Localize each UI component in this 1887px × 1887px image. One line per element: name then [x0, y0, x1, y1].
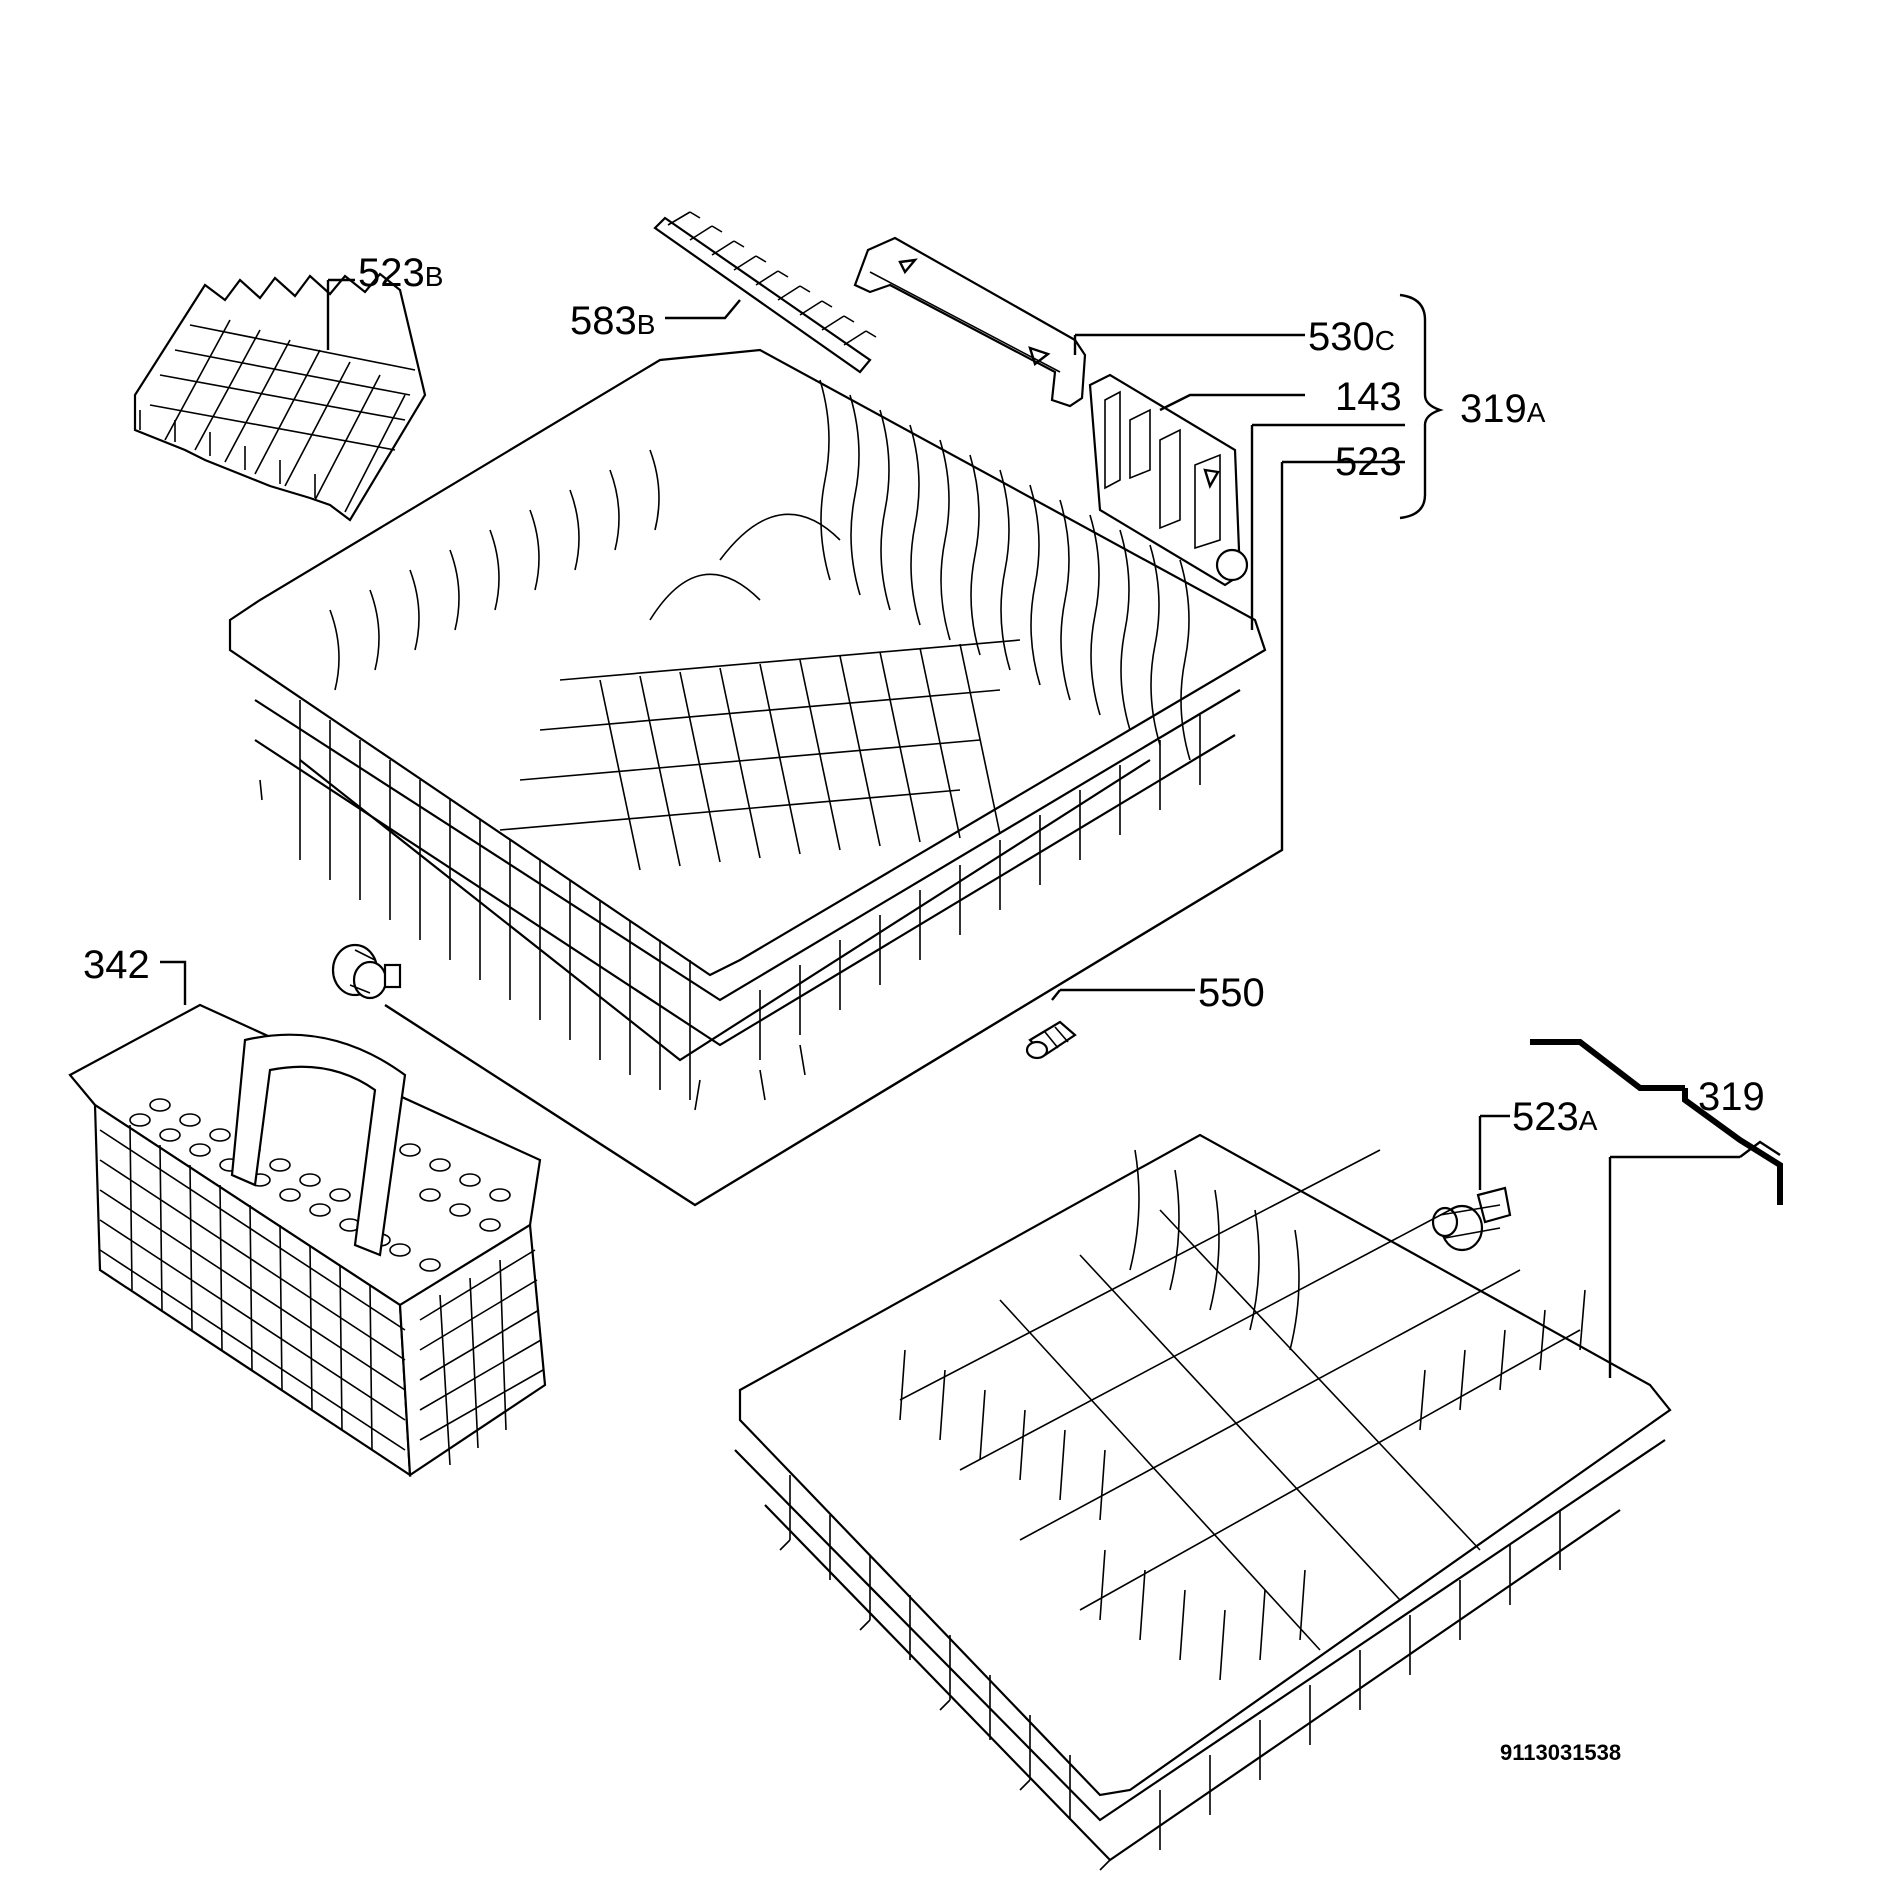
- callout-583b: 583B: [570, 299, 655, 343]
- cup-shelf-part-523b: [133, 272, 427, 522]
- lower-basket-part-319: [734, 1133, 1672, 1871]
- lower-basket-inner-wires: [899, 1149, 1586, 1681]
- callout-523: 523: [1335, 440, 1402, 484]
- callout-530c: 530C: [1308, 315, 1395, 359]
- cutlery-basket-part-342: [68, 1003, 547, 1478]
- callout-523a: 523A: [1512, 1095, 1598, 1139]
- basket-back-wires: [329, 379, 1191, 761]
- leader-550-b: [1051, 989, 1061, 1001]
- leader-342: [160, 960, 187, 1005]
- callout-labels: 523B 583B 530C 143 523 319A 342 550 523A…: [83, 251, 1765, 1765]
- leader-143: [1159, 393, 1305, 412]
- leader-583b: [665, 299, 741, 320]
- leader-523-d: [384, 462, 1284, 1207]
- bracket-319a: [1399, 293, 1444, 520]
- bracket-319: [1530, 1039, 1783, 1205]
- callout-319: 319: [1698, 1075, 1765, 1119]
- handle-part-530c: [853, 236, 1087, 408]
- cutlery-basket-handle: [230, 1033, 407, 1257]
- wheel-part-523a: [1431, 1186, 1512, 1252]
- leader-319-c: [1739, 1140, 1781, 1158]
- callout-523b: 523B: [358, 251, 443, 295]
- basket-front-wires: [299, 700, 1201, 1100]
- callout-143: 143: [1335, 375, 1402, 419]
- leader-lines: [160, 278, 1781, 1378]
- basket-plate-rack-wires: [499, 513, 1021, 871]
- callout-342: 342: [83, 943, 150, 987]
- tine-strip-part-583b: [653, 211, 877, 374]
- height-adjuster-part-143: [1088, 373, 1249, 587]
- lower-basket-front-wires: [789, 1475, 1561, 1850]
- document-number: 9113031538: [1500, 1740, 1621, 1765]
- callout-319a: 319A: [1460, 387, 1546, 431]
- wheel-upper-basket: [331, 943, 402, 1000]
- upper-basket-part-523: [228, 348, 1267, 1111]
- callout-550: 550: [1198, 971, 1265, 1015]
- pin-part-550: [1025, 1020, 1077, 1060]
